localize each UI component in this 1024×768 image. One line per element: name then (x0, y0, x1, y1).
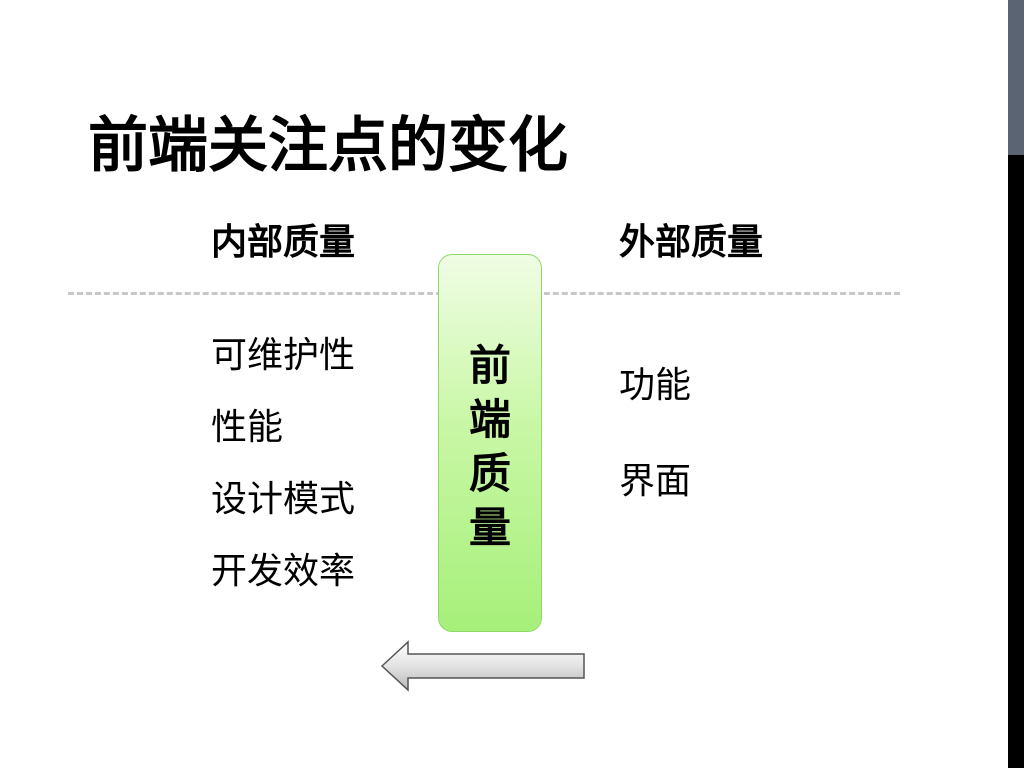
internal-quality-item: 开发效率 (211, 551, 356, 592)
external-quality-heading: 外部质量 (619, 222, 764, 263)
front-end-quality-box: 前端质量 (438, 254, 542, 632)
slide-title: 前端关注点的变化 (88, 111, 568, 181)
internal-quality-heading: 内部质量 (211, 222, 356, 263)
internal-quality-item: 可维护性 (211, 335, 356, 376)
internal-quality-item: 性能 (211, 407, 284, 448)
front-end-quality-label: 前端质量 (468, 341, 511, 552)
internal-quality-item: 设计模式 (211, 479, 356, 520)
slide-side-bar (1008, 0, 1024, 768)
left-arrow-icon (380, 640, 585, 692)
slide-side-bar-accent (1008, 0, 1024, 155)
external-quality-item: 界面 (619, 461, 692, 502)
external-quality-item: 功能 (619, 365, 692, 406)
